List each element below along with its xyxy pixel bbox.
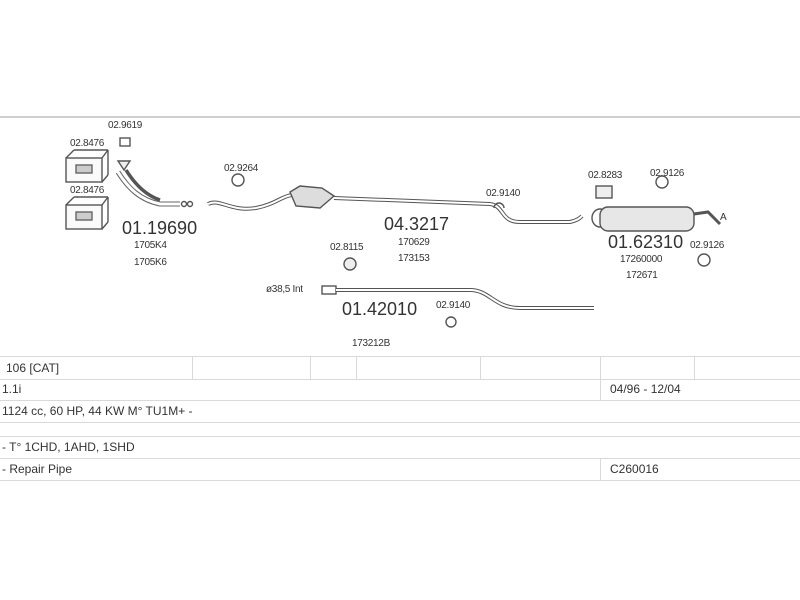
table-row-note: - Repair Pipe C260016 — [0, 458, 800, 481]
spec-table: 106 [CAT] 1.1i 04/96 - 12/04 1124 cc, 60… — [0, 356, 800, 488]
cell-years: 04/96 - 12/04 — [610, 382, 681, 396]
repair-pipe — [321, 257, 594, 328]
label-part-rear: 01.62310 — [608, 232, 684, 252]
table-row-blank — [0, 422, 800, 437]
rear-silencer — [591, 175, 722, 267]
label-gasket-bottom: 02.8476 — [70, 185, 105, 196]
label-mount-cat: 02.9264 — [224, 163, 259, 174]
label-clamp-a: 02.9619 — [108, 120, 143, 131]
table-row-spec: 1124 cc, 60 HP, 44 KW M° TU1M+ - — [0, 400, 800, 423]
exhaust-diagram — [0, 116, 800, 358]
exhaust-parts-drawing — [65, 137, 722, 328]
label-oem-repair: 173212B — [352, 338, 390, 349]
cell-note: - Repair Pipe — [2, 462, 73, 476]
label-mount-mid: 02.9140 — [486, 188, 521, 199]
label-oem-mid-2: 173153 — [398, 253, 430, 264]
gasket-box-bottom — [65, 196, 109, 230]
label-part-repair: 01.42010 — [342, 299, 418, 319]
label-oem-front-1: 1705K4 — [134, 240, 167, 251]
gasket-box-top — [65, 149, 109, 183]
label-part-mid: 04.3217 — [384, 214, 450, 234]
label-mount-rear-bottom: 02.9126 — [690, 240, 725, 251]
label-oem-front-2: 1705K6 — [134, 257, 167, 268]
label-oem-mid-1: 170629 — [398, 237, 430, 248]
front-pipe — [115, 137, 194, 208]
label-mount-rear-top: 02.9126 — [650, 168, 685, 179]
label-oem-rear-2: 172671 — [626, 270, 658, 281]
catalyst-pipe — [207, 173, 584, 224]
label-gasket-top: 02.8476 — [70, 138, 105, 149]
label-clamp-b: 02.8115 — [330, 242, 364, 253]
cell-engine: 1.1i — [2, 382, 22, 396]
label-end-marker: A — [720, 212, 727, 223]
cell-code: C260016 — [610, 462, 659, 476]
label-oem-rear-1: 17260000 — [620, 254, 663, 265]
table-row-engine: 1.1i 04/96 - 12/04 — [0, 378, 800, 401]
label-mount-repair: 02.9140 — [436, 300, 471, 311]
label-part-front: 01.19690 — [122, 218, 198, 238]
label-clamp-rear: 02.8283 — [588, 170, 623, 181]
cell-types: - T° 1CHD, 1AHD, 1SHD — [2, 440, 135, 454]
label-pipe-dia: ø38,5 Int — [266, 284, 303, 295]
table-row-model: 106 [CAT] — [0, 356, 800, 380]
cell-model: 106 [CAT] — [6, 361, 60, 375]
cell-spec: 1124 cc, 60 HP, 44 KW M° TU1M+ - — [2, 404, 193, 418]
table-row-types: - T° 1CHD, 1AHD, 1SHD — [0, 436, 800, 459]
